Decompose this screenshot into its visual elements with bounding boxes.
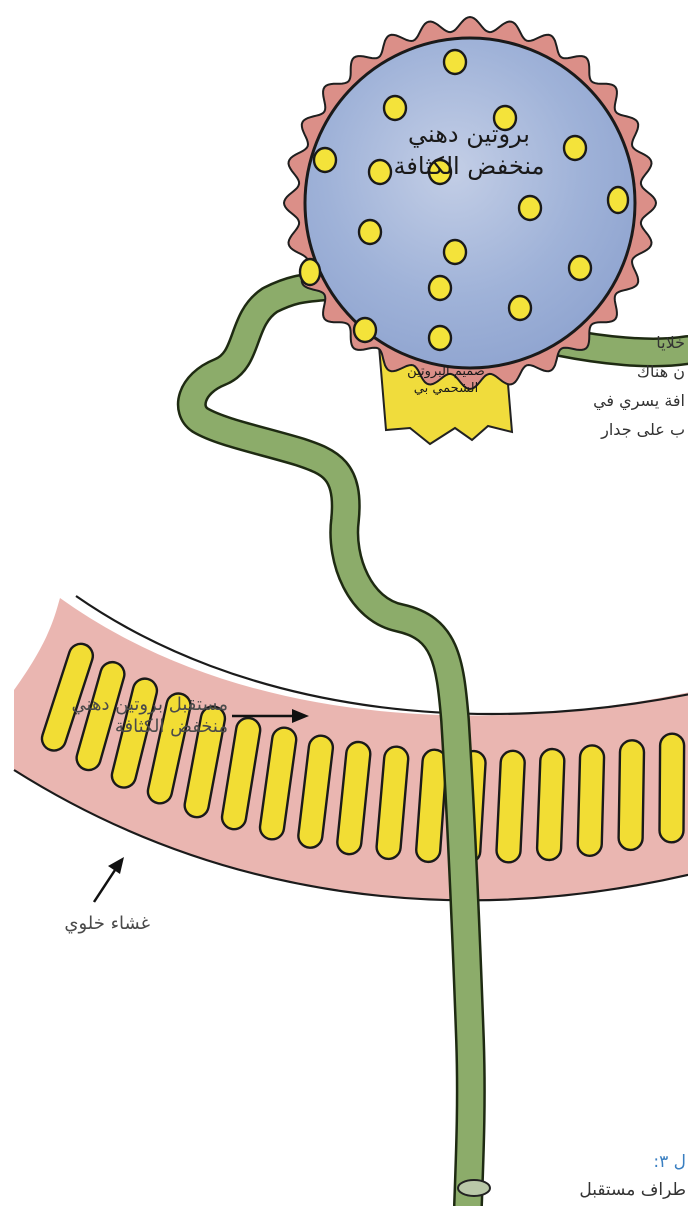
- receptor-end-cap: [458, 1180, 490, 1196]
- core-dot: [564, 136, 586, 160]
- core-dot: [429, 326, 451, 350]
- caption-figure: ل ٣:: [620, 1152, 686, 1172]
- receptor-label: مستقبل بروتين دهني منخفض الكثافة: [18, 694, 228, 738]
- shell-dot: [300, 259, 320, 285]
- apob-label: صميم البروتين الشحمي بي: [384, 363, 508, 397]
- core-dot: [444, 50, 466, 74]
- shell-dot: [608, 187, 628, 213]
- core-dot: [569, 256, 591, 280]
- core-dot: [444, 240, 466, 264]
- side-text-line3: افة يسري في: [495, 386, 685, 415]
- membrane-cell: [577, 745, 604, 856]
- core-dot: [519, 196, 541, 220]
- receptor-label-line2: منخفض الكثافة: [18, 716, 228, 738]
- particle-title-line2: منخفض الكثافة: [389, 150, 549, 182]
- membrane-arrow: [94, 857, 124, 902]
- core-dot: [509, 296, 531, 320]
- apob-label-line2: الشحمي بي: [384, 380, 508, 397]
- membrane-cell: [618, 740, 644, 850]
- membrane-cell: [537, 749, 565, 861]
- core-dot: [314, 148, 336, 172]
- membrane-label: غشاء خلوي: [20, 912, 150, 936]
- core-dot: [359, 220, 381, 244]
- membrane-cell: [496, 750, 525, 863]
- caption-text: طراف مستقبل: [528, 1180, 686, 1200]
- side-text: خلايا ن هناك افة يسري في ب على جدار: [495, 328, 685, 444]
- core-dot: [369, 160, 391, 184]
- core-dot: [384, 96, 406, 120]
- particle-core: [305, 38, 635, 368]
- particle-title-line1: بروتين دهني: [389, 118, 549, 150]
- apob-label-line1: صميم البروتين: [384, 363, 508, 380]
- core-dot: [354, 318, 376, 342]
- side-text-line1: خلايا: [495, 328, 685, 357]
- membrane-cell: [659, 734, 684, 843]
- side-text-line2: ن هناك: [495, 357, 685, 386]
- core-dot: [429, 276, 451, 300]
- receptor-label-line1: مستقبل بروتين دهني: [18, 694, 228, 716]
- particle-title: بروتين دهني منخفض الكثافة: [389, 118, 549, 182]
- side-text-line4: ب على جدار: [495, 415, 685, 444]
